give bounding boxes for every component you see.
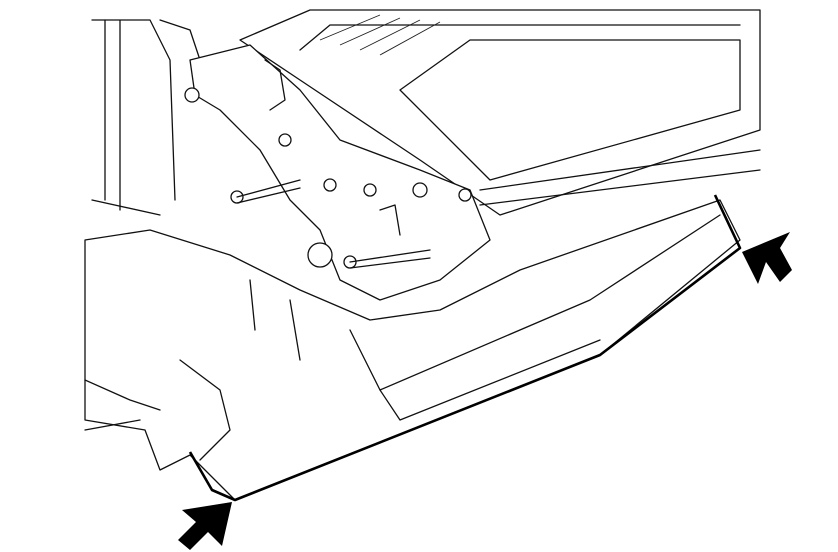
filter-outline bbox=[188, 194, 742, 502]
left-frame bbox=[91, 19, 201, 216]
upper-module bbox=[239, 9, 761, 216]
arrow-lower-left bbox=[178, 502, 232, 550]
mounting-bracket bbox=[184, 44, 491, 301]
arrow-right bbox=[742, 232, 792, 284]
lower-duct bbox=[84, 199, 741, 501]
